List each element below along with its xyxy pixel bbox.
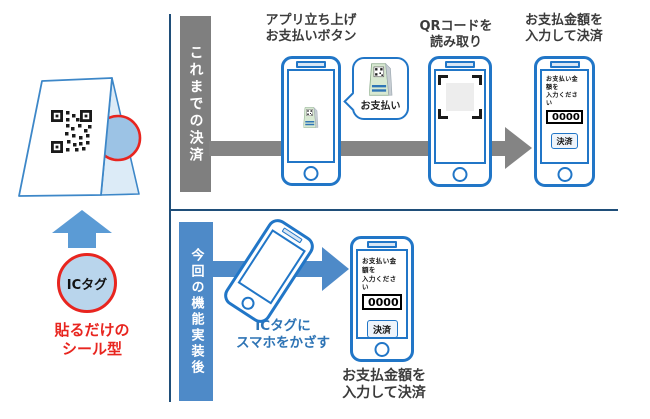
scan-corner-icon bbox=[472, 109, 482, 119]
step3-title: お支払金額を 入力して決済 bbox=[524, 13, 603, 44]
home-button bbox=[452, 167, 468, 182]
ic-tag-label: ICタグ bbox=[66, 277, 108, 293]
bubble-tail bbox=[343, 92, 362, 111]
amount-input: 0000 bbox=[546, 110, 583, 125]
step2-title: QRコードを 読み取り bbox=[419, 19, 493, 50]
payment-prompt: お支払い金額を 入力ください bbox=[362, 257, 397, 292]
payment-screen: お支払い金額を 入力ください 0000 決済 bbox=[540, 69, 589, 164]
nfc-action-note: ICタグに スマホをかざす bbox=[235, 318, 331, 351]
phone1-screen bbox=[287, 69, 335, 163]
phone-after-payment: お支払い金額を 入力ください 0000 決済 bbox=[350, 236, 414, 362]
phone-speaker bbox=[445, 61, 475, 68]
after-section-bar: 今回の機能実装後 bbox=[179, 222, 213, 401]
up-arrow-icon bbox=[52, 210, 112, 233]
after-flow-arrow-head bbox=[322, 247, 349, 291]
scan-corner-icon bbox=[438, 75, 448, 85]
home-button bbox=[557, 167, 572, 182]
pay-button: 決済 bbox=[366, 320, 398, 337]
home-button bbox=[239, 294, 258, 313]
up-arrow-stem bbox=[68, 232, 96, 248]
after-section-label: 今回の機能実装後 bbox=[188, 247, 204, 376]
qr-placeholder bbox=[446, 83, 474, 111]
payment-screen: お支払い金額を 入力ください 0000 決済 bbox=[356, 249, 408, 339]
before-section-bar: これまでの決済 bbox=[180, 16, 211, 192]
ic-tag-badge: ICタグ bbox=[57, 253, 117, 313]
payment-prompt: お支払い金額を 入力ください bbox=[546, 76, 579, 108]
scan-corner-icon bbox=[472, 75, 482, 85]
frame-vertical-line bbox=[169, 14, 171, 402]
phone-step3-payment: お支払い金額を 入力ください 0000 決済 bbox=[534, 56, 595, 187]
scan-corner-icon bbox=[438, 109, 448, 119]
scan-frame bbox=[438, 75, 482, 119]
phone-speaker bbox=[549, 61, 580, 68]
phone-step1-app bbox=[281, 56, 341, 186]
tent-card-icon bbox=[369, 63, 393, 96]
amount-input: 0000 bbox=[362, 294, 402, 311]
home-button bbox=[374, 342, 390, 357]
pay-button: 決済 bbox=[551, 133, 578, 150]
after-result-caption: お支払金額を 入力して決済 bbox=[342, 368, 426, 401]
tent-front-panel bbox=[18, 77, 113, 197]
before-flow-arrow-head bbox=[505, 127, 532, 169]
home-button bbox=[303, 166, 319, 181]
before-section-label: これまでの決済 bbox=[187, 44, 204, 164]
payment-app-icon bbox=[304, 107, 319, 128]
phone2-screen bbox=[434, 69, 486, 164]
phone-step2-qr-scan bbox=[428, 56, 492, 187]
frame-divider-line bbox=[169, 209, 618, 211]
sticker-type-caption: 貼るだけの シール型 bbox=[54, 321, 130, 358]
payment-bubble-label: お支払い bbox=[360, 101, 401, 112]
payment-bubble: お支払い bbox=[343, 57, 409, 120]
phone-speaker bbox=[367, 241, 397, 248]
qr-code-icon bbox=[51, 110, 92, 153]
step1-title: アプリ立ち上げ お支払いボタン bbox=[265, 13, 357, 44]
qr-tent-card bbox=[18, 77, 142, 197]
phone-speaker bbox=[296, 61, 326, 68]
